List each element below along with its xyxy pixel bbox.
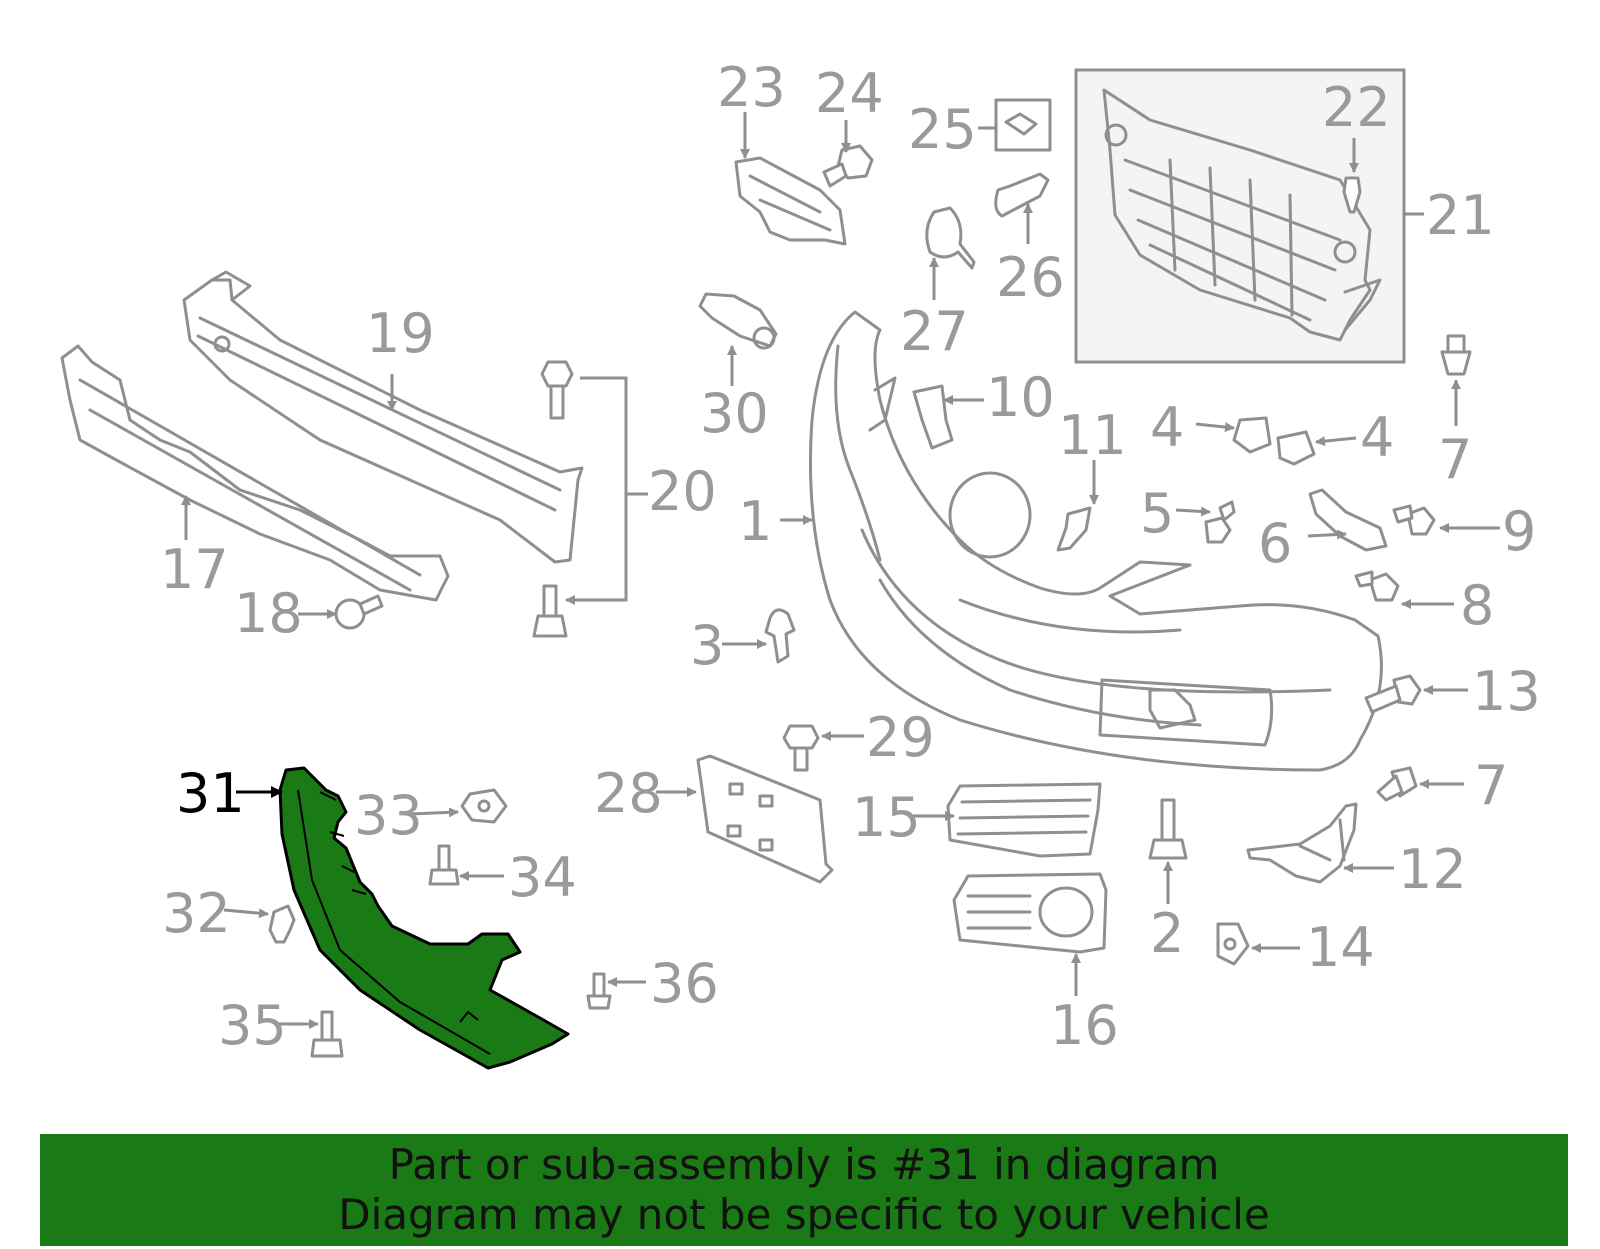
bolt-9[interactable] — [1392, 504, 1436, 536]
callout-30: 30 — [700, 382, 769, 445]
clip-4-left[interactable] — [1232, 416, 1272, 454]
nut-14[interactable] — [1216, 922, 1250, 966]
callout-14: 14 — [1306, 916, 1375, 979]
callout-4-left: 4 — [1150, 396, 1184, 459]
callout-28: 28 — [594, 762, 663, 825]
callout-20: 20 — [648, 460, 717, 523]
callout-2: 2 — [1150, 902, 1184, 965]
callout-6: 6 — [1258, 512, 1292, 575]
callout-26: 26 — [996, 246, 1065, 309]
callout-7-lower: 7 — [1474, 754, 1508, 817]
bolt-24[interactable] — [822, 144, 874, 188]
callout-32: 32 — [162, 882, 231, 945]
bolt-34[interactable] — [428, 844, 460, 886]
bolt-36[interactable] — [586, 972, 612, 1010]
bracket-23[interactable] — [734, 156, 847, 246]
reinforcement-19[interactable] — [182, 270, 584, 564]
callout-35: 35 — [218, 994, 287, 1057]
callout-9: 9 — [1502, 500, 1536, 563]
grille-insert-15[interactable] — [946, 782, 1102, 858]
callout-15: 15 — [852, 786, 921, 849]
callout-13: 13 — [1472, 660, 1541, 723]
callout-19: 19 — [366, 302, 435, 365]
bolt-13[interactable] — [1364, 674, 1422, 714]
bracket-12[interactable] — [1246, 802, 1358, 884]
tow-hook-cover-27[interactable] — [925, 206, 976, 270]
callout-3: 3 — [690, 614, 724, 677]
bracket-11[interactable] — [1056, 506, 1092, 552]
callout-27: 27 — [900, 300, 969, 363]
callout-24: 24 — [815, 62, 884, 125]
clip-3[interactable] — [764, 608, 796, 664]
callout-21: 21 — [1426, 184, 1495, 247]
banner-line-part: Part or sub-assembly is #31 in diagram — [388, 1140, 1220, 1189]
clip-nut-33[interactable] — [460, 788, 508, 824]
callout-36: 36 — [650, 952, 719, 1015]
bracket-10[interactable] — [912, 384, 954, 450]
callout-4-right: 4 — [1360, 406, 1394, 469]
bolt-29[interactable] — [782, 724, 820, 772]
callout-34: 34 — [508, 846, 577, 909]
bolt-5[interactable] — [1204, 500, 1236, 544]
clip-7-lower[interactable] — [1376, 766, 1418, 802]
callout-31-highlighted: 31 — [176, 762, 245, 825]
deflector-31-highlighted[interactable] — [278, 766, 570, 1070]
callout-12: 12 — [1398, 838, 1467, 901]
bolt-20-upper[interactable] — [540, 360, 574, 420]
part-info-banner: Part or sub-assembly is #31 in diagram D… — [40, 1134, 1568, 1246]
callout-7-upper: 7 — [1438, 428, 1472, 491]
banner-line-disclaimer: Diagram may not be specific to your vehi… — [338, 1190, 1270, 1239]
push-clip-32[interactable] — [268, 904, 296, 944]
bolt-35[interactable] — [310, 1010, 344, 1058]
fog-lamp-cover-16[interactable] — [952, 872, 1108, 954]
bolt-20-lower[interactable] — [532, 584, 568, 638]
callout-16: 16 — [1050, 994, 1119, 1057]
callout-5: 5 — [1140, 482, 1174, 545]
bumper-cover-1[interactable] — [808, 310, 1383, 772]
callout-10: 10 — [986, 366, 1055, 429]
absorber-17[interactable] — [60, 344, 450, 602]
callout-18: 18 — [234, 582, 303, 645]
callout-1: 1 — [738, 490, 772, 553]
callout-8: 8 — [1460, 574, 1494, 637]
callout-29: 29 — [866, 706, 935, 769]
callout-33: 33 — [354, 784, 423, 847]
sensor-30[interactable] — [698, 292, 778, 350]
bracket-6[interactable] — [1308, 488, 1388, 552]
clip-18[interactable] — [334, 594, 384, 630]
callout-23: 23 — [717, 56, 786, 119]
license-plate-bracket-28[interactable] — [696, 754, 834, 884]
clip-26[interactable] — [994, 172, 1050, 218]
grille-assembly-21[interactable] — [1074, 68, 1406, 364]
bolt-8[interactable] — [1354, 570, 1400, 602]
bolt-2[interactable] — [1148, 798, 1188, 860]
callout-11: 11 — [1058, 404, 1127, 467]
clip-7-upper[interactable] — [1440, 334, 1472, 376]
label-25[interactable] — [994, 98, 1052, 152]
clip-4-right[interactable] — [1276, 430, 1316, 466]
callout-17: 17 — [160, 538, 229, 601]
callout-22: 22 — [1322, 76, 1391, 139]
callout-25: 25 — [908, 98, 977, 161]
